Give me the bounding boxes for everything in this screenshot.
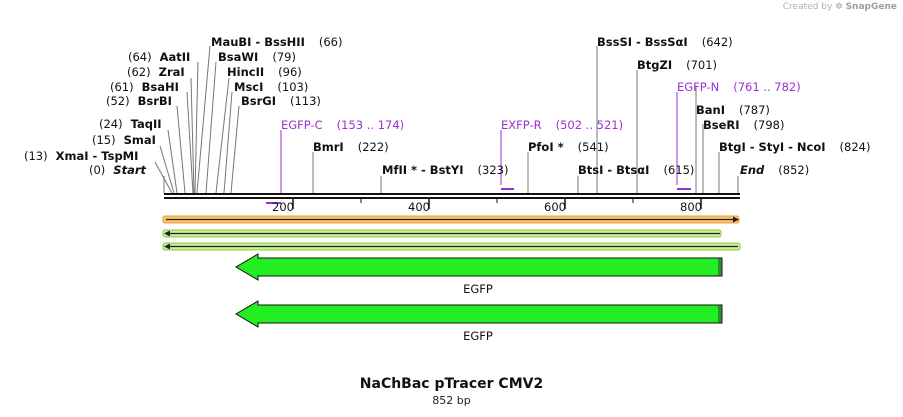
primer-bar-egfp-n bbox=[677, 188, 691, 190]
ruler-label-200: 200 bbox=[272, 200, 294, 214]
map-length: 852 bp bbox=[432, 394, 471, 407]
ruler: 200 400 600 800 bbox=[272, 199, 702, 214]
site-start: (0)Start bbox=[89, 163, 147, 177]
site-bsrbi: (52)BsrBI bbox=[106, 94, 172, 108]
snapgene-credit: Created by ✲ SnapGene bbox=[783, 2, 897, 12]
site-smai: (15)SmaI bbox=[92, 133, 156, 147]
feature-egfp-1[interactable]: EGFP bbox=[235, 253, 723, 296]
feature-label: EGFP bbox=[463, 282, 493, 296]
site-aatii: (64)AatII bbox=[128, 50, 190, 64]
primer-exfp-r: EXFP-R(502 .. 521) bbox=[501, 118, 623, 132]
site-bmri: BmrI(222) bbox=[313, 140, 389, 154]
site-bsawi: BsaWI(79) bbox=[218, 50, 296, 64]
site-mfii-bstyi: MfII * - BstYI(323) bbox=[382, 163, 508, 177]
orf-forward-arrowhead-icon bbox=[733, 216, 739, 223]
site-btgzi: BtgZI(701) bbox=[637, 58, 717, 72]
sequence-strand-bottom bbox=[164, 197, 740, 199]
feature-arrow-icon[interactable] bbox=[235, 253, 723, 281]
site-btsi-btsai: BtsI - BtsαI(615) bbox=[578, 163, 694, 177]
site-bsssi-bsssai: BssSI - BssSαI(642) bbox=[597, 35, 733, 49]
site-bsrgi: BsrGI(113) bbox=[241, 94, 321, 108]
orf-tracks bbox=[162, 215, 741, 251]
primer-egfp-n: EGFP-N(761 .. 782) bbox=[677, 80, 801, 94]
feature-arrow-icon[interactable] bbox=[235, 300, 723, 328]
site-maubi-bsshii: MauBI - BssHII(66) bbox=[211, 35, 342, 49]
site-msci: MscI(103) bbox=[234, 80, 308, 94]
ruler-label-600: 600 bbox=[544, 200, 566, 214]
feature-egfp-2[interactable]: EGFP bbox=[235, 300, 723, 343]
site-end: End(852) bbox=[740, 163, 809, 177]
primer-bar-exfp-r bbox=[501, 188, 514, 190]
orf-reverse-arrowhead-icon bbox=[164, 230, 170, 237]
ruler-label-400: 400 bbox=[408, 200, 430, 214]
credit-brand: SnapGene bbox=[845, 2, 897, 12]
site-bseri: BseRI(798) bbox=[703, 118, 784, 132]
site-xmai-tspmi: (13)XmaI - TspMI bbox=[24, 149, 138, 163]
site-zrai: (62)ZraI bbox=[127, 65, 185, 79]
ruler-label-800: 800 bbox=[680, 200, 702, 214]
map-title: NaChBac pTracer CMV2 bbox=[359, 376, 544, 392]
site-btgi-styi-ncoi: BtgI - StyI - NcoI(824) bbox=[719, 140, 870, 154]
site-taqii: (24)TaqII bbox=[99, 117, 162, 131]
primer-egfp-c: EGFP-C(153 .. 174) bbox=[281, 118, 404, 132]
sequence-strand-top bbox=[164, 193, 740, 195]
site-pfoi: PfoI *(541) bbox=[528, 140, 609, 154]
orf-reverse-arrowhead-2-icon bbox=[164, 243, 170, 250]
site-hincii: HincII(96) bbox=[227, 65, 302, 79]
enzyme-connector-lines bbox=[154, 45, 739, 194]
site-bani: BanI(787) bbox=[696, 103, 770, 117]
feature-label: EGFP bbox=[463, 329, 493, 343]
credit-prefix: Created by bbox=[782, 2, 833, 12]
site-bsahi: (61)BsaHI bbox=[110, 80, 179, 94]
snapgene-logo-icon: ✲ bbox=[835, 2, 843, 12]
primer-bar-egfp-c bbox=[266, 202, 281, 204]
